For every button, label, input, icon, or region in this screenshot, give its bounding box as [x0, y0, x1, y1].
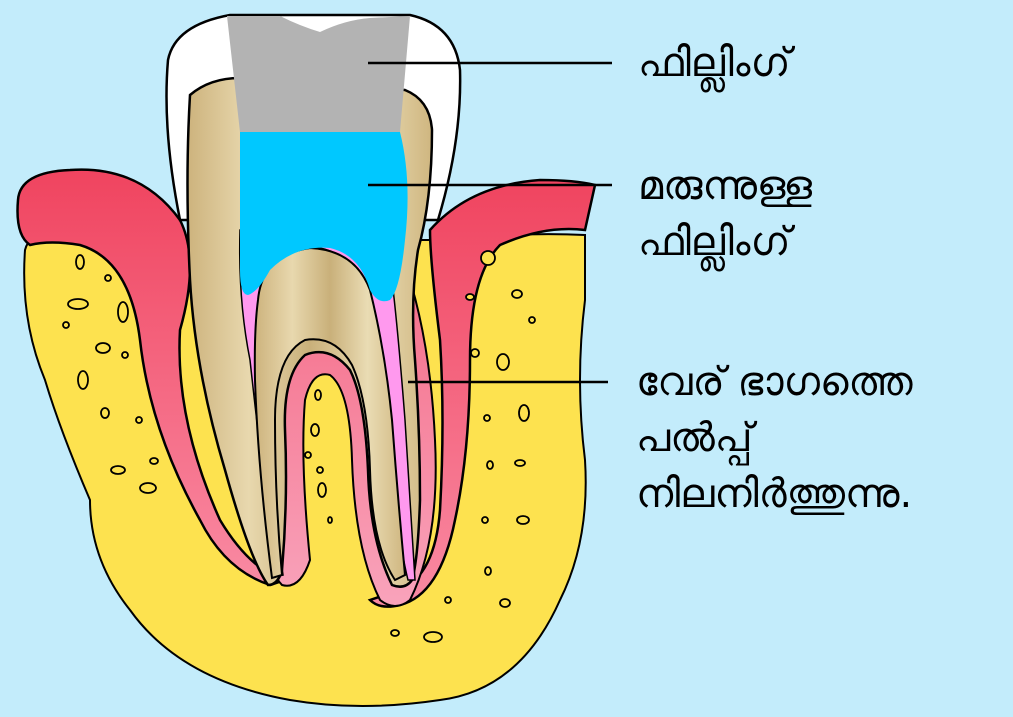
- label-medicated-filling: മരുന്നുള്ള ഫില്ലിംഗ്: [638, 158, 812, 270]
- label-medicated-filling-line-2: ഫില്ലിംഗ്: [638, 214, 812, 270]
- label-root-retention: വേര് ഭാഗത്തെ പൽപ്പ് നിലനിർത്തുന്നു.: [636, 354, 913, 522]
- label-filling-line-1: ഫില്ലിംഗ്: [638, 35, 790, 91]
- filling: [227, 16, 410, 132]
- label-root-retention-line-2: പൽപ്പ്: [636, 410, 913, 466]
- label-filling: ഫില്ലിംഗ്: [638, 35, 790, 91]
- label-root-retention-line-3: നിലനിർത്തുന്നു.: [636, 466, 913, 522]
- label-root-retention-line-1: വേര് ഭാഗത്തെ: [636, 354, 913, 410]
- label-medicated-filling-line-1: മരുന്നുള്ള: [638, 158, 812, 214]
